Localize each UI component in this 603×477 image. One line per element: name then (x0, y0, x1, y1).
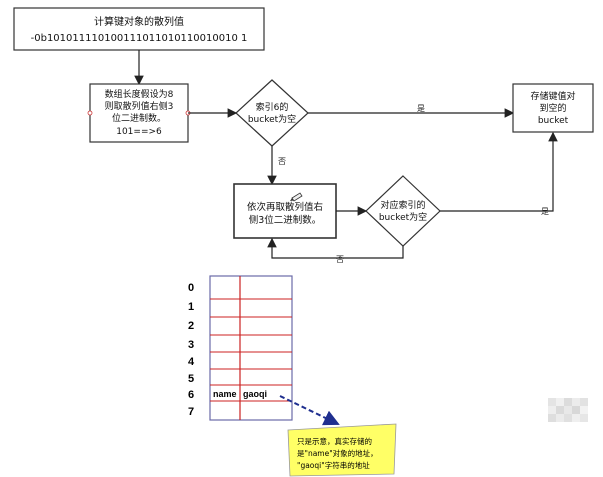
hash-box-line1: 计算键对象的散列值 (94, 15, 184, 28)
step-box-line2: 则取散列值右侧3 (105, 100, 174, 112)
arrow-decision2-yes (440, 131, 558, 212)
bucket-index: 7 (188, 406, 194, 418)
decision1-line1: 索引6的 (256, 101, 289, 113)
note-line3: "gaoqi"字符串的地址 (297, 460, 370, 470)
store-box-line2: 到空的 (539, 102, 566, 114)
decision2-line2: bucket为空 (379, 211, 427, 223)
bucket-index: 4 (188, 356, 195, 368)
edge-label-yes1: 是 (417, 104, 425, 113)
store-box-line1: 存储键值对 (530, 90, 575, 102)
connector-dot (87, 110, 93, 116)
bucket-index: 0 (188, 282, 194, 294)
retry-box-line2: 侧3位二进制数。 (249, 214, 322, 226)
edge-label-no2: 否 (336, 255, 344, 264)
edge-label-no1: 否 (278, 157, 286, 166)
bucket-index-labels: 0 1 2 3 4 5 6 7 (188, 282, 195, 418)
index-step-box: 数组长度假设为8 则取散列值右侧3 位二进制数。 101==>6 (87, 83, 191, 143)
bucket-array-border (209, 275, 293, 421)
store-box-line3: bucket (538, 116, 569, 126)
step-box-line1: 数组长度假设为8 (105, 88, 174, 100)
note-line2: 是"name"对象的地址， (297, 448, 378, 458)
decision-bucket-empty: 对应索引的 bucket为空 (365, 175, 441, 247)
bucket6-key: name (213, 389, 237, 399)
watermark-blur (548, 398, 588, 422)
bucket-array: name gaoqi (209, 275, 293, 421)
retry-box: 依次再取散列值右 侧3位二进制数。 (233, 183, 337, 239)
hash-value-box: 计算键对象的散列值 -0b101011110100111011010110010… (13, 7, 265, 51)
arrow-decision2-no (267, 237, 404, 259)
edge-label-yes2: 是 (541, 207, 549, 216)
note-line1: 只是示意，真实存储的 (297, 436, 372, 446)
annotation-note: 只是示意，真实存储的 是"name"对象的地址， "gaoqi"字符串的地址 (287, 423, 397, 477)
note-pointer-arrow (279, 395, 340, 426)
bucket-index: 5 (188, 373, 194, 385)
decision2-line1: 对应索引的 (380, 199, 425, 211)
step-box-line3: 位二进制数。 (112, 112, 166, 124)
bucket-index: 3 (188, 339, 194, 351)
step-box-line4: 101==>6 (116, 127, 162, 137)
bucket-index: 2 (188, 320, 194, 332)
decision1-line2: bucket为空 (248, 113, 296, 125)
store-box: 存储键值对 到空的 bucket (512, 83, 594, 133)
bucket6-value: gaoqi (243, 389, 267, 399)
decision-bucket6-empty: 索引6的 bucket为空 (235, 79, 309, 147)
pen-cursor-icon (290, 192, 303, 202)
bucket-index: 6 (188, 389, 194, 401)
hash-box-line2: -0b101011110100111011010110010010 1 (31, 33, 248, 44)
bucket-index: 1 (188, 301, 194, 313)
retry-box-line1: 依次再取散列值右 (247, 201, 323, 213)
